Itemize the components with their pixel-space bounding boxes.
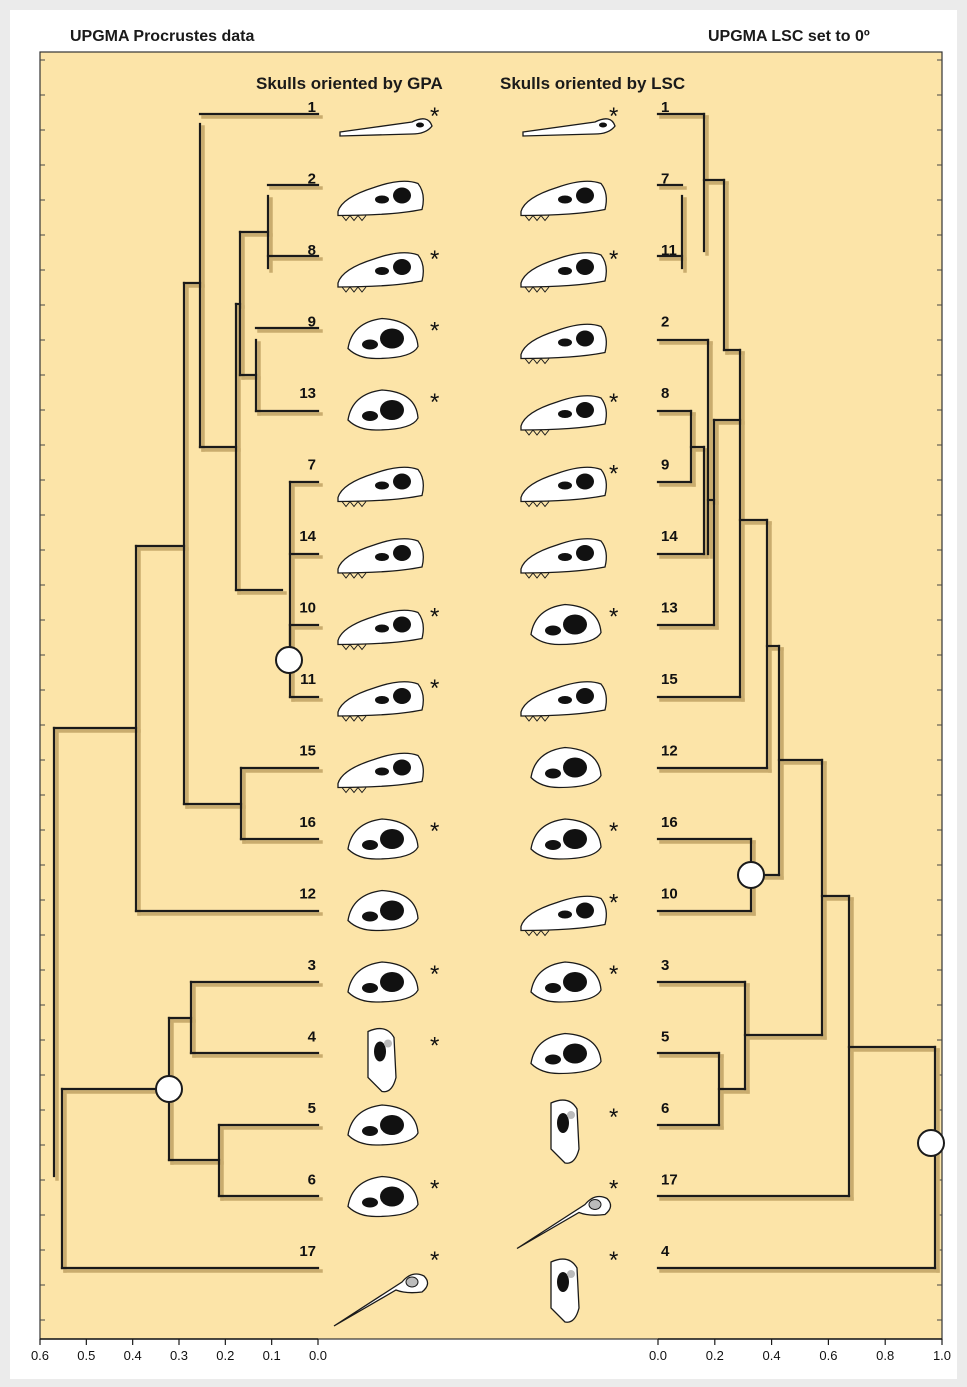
left-taxon-label: 8 [308, 242, 316, 259]
skull-drawing [551, 1100, 579, 1163]
asterisk-gpa: * [430, 103, 439, 130]
right-taxon-label: 16 [661, 814, 678, 831]
asterisk-gpa: * [430, 1247, 439, 1274]
asterisk-gpa: * [430, 675, 439, 702]
left-axis-label: 0.1 [263, 1348, 281, 1363]
left-taxon-label: 14 [299, 528, 316, 545]
left-axis-label: 0.5 [77, 1348, 95, 1363]
asterisk-lsc: * [609, 389, 618, 416]
left-taxon-label: 1 [308, 99, 316, 116]
right-axis-label: 0.6 [819, 1348, 837, 1363]
right-taxon-label: 2 [661, 314, 669, 331]
asterisk-gpa: * [430, 389, 439, 416]
skull-drawing [551, 1259, 579, 1322]
asterisk-lsc: * [609, 890, 618, 917]
left-axis-label: 0.3 [170, 1348, 188, 1363]
left-taxon-label: 17 [299, 1243, 316, 1260]
right-taxon-label: 4 [661, 1243, 670, 1260]
asterisk-gpa: * [430, 818, 439, 845]
figure-panel [40, 52, 942, 1339]
right-taxon-label: 6 [661, 1100, 669, 1117]
left-taxon-label: 6 [308, 1172, 316, 1189]
right-taxon-label: 10 [661, 886, 678, 903]
asterisk-lsc: * [609, 818, 618, 845]
right-panel-title: UPGMA LSC set to 0º [708, 28, 870, 46]
node-marker [156, 1076, 182, 1102]
asterisk-gpa: * [430, 961, 439, 988]
right-taxon-label: 9 [661, 457, 669, 474]
asterisk-lsc: * [609, 1176, 618, 1203]
left-taxon-label: 2 [308, 171, 316, 188]
right-taxon-label: 14 [661, 528, 678, 545]
right-taxon-label: 13 [661, 600, 678, 617]
left-taxon-label: 7 [308, 457, 316, 474]
left-taxon-label: 11 [300, 671, 316, 688]
node-marker [918, 1130, 944, 1156]
right-axis-label: 0.8 [876, 1348, 894, 1363]
asterisk-lsc: * [609, 1104, 618, 1131]
left-taxon-label: 4 [308, 1029, 317, 1046]
node-marker [276, 647, 302, 673]
left-axis-label: 0.4 [124, 1348, 142, 1363]
left-taxon-label: 10 [299, 600, 316, 617]
asterisk-gpa: * [430, 1176, 439, 1203]
skull-drawing [368, 1029, 396, 1092]
left-taxon-label: 9 [308, 314, 316, 331]
asterisk-gpa: * [430, 1033, 439, 1060]
asterisk-gpa: * [430, 318, 439, 345]
asterisk-lsc: * [609, 246, 618, 273]
right-taxon-label: 15 [661, 671, 678, 688]
asterisk-lsc: * [609, 1247, 618, 1274]
left-taxon-label: 3 [308, 957, 316, 974]
left-taxon-label: 5 [308, 1100, 316, 1117]
asterisk-lsc: * [609, 103, 618, 130]
right-axis-label: 0.0 [649, 1348, 667, 1363]
right-taxon-label: 17 [661, 1172, 678, 1189]
right-taxon-label: 5 [661, 1029, 669, 1046]
left-axis-label: 0.2 [216, 1348, 234, 1363]
asterisk-lsc: * [609, 604, 618, 631]
node-marker [738, 862, 764, 888]
left-taxon-label: 15 [299, 743, 316, 760]
asterisk-lsc: * [609, 961, 618, 988]
left-taxon-label: 13 [299, 385, 316, 402]
right-taxon-label: 7 [661, 171, 669, 188]
right-taxon-label: 8 [661, 385, 669, 402]
asterisk-gpa: * [430, 246, 439, 273]
asterisk-gpa: * [430, 604, 439, 631]
left-taxon-label: 16 [299, 814, 316, 831]
right-axis-label: 1.0 [933, 1348, 951, 1363]
left-axis-label: 0.0 [309, 1348, 327, 1363]
right-taxon-label: 11 [661, 242, 677, 259]
left-axis-label: 0.6 [31, 1348, 49, 1363]
asterisk-lsc: * [609, 461, 618, 488]
gpa-column-title: Skulls oriented by GPA [256, 74, 443, 94]
right-taxon-label: 1 [661, 99, 669, 116]
right-taxon-label: 3 [661, 957, 669, 974]
left-taxon-label: 12 [299, 886, 316, 903]
lsc-column-title: Skulls oriented by LSC [500, 74, 685, 94]
right-axis-label: 0.4 [763, 1348, 781, 1363]
right-axis-label: 0.2 [706, 1348, 724, 1363]
right-taxon-label: 12 [661, 743, 678, 760]
left-panel-title: UPGMA Procrustes data [70, 28, 254, 46]
